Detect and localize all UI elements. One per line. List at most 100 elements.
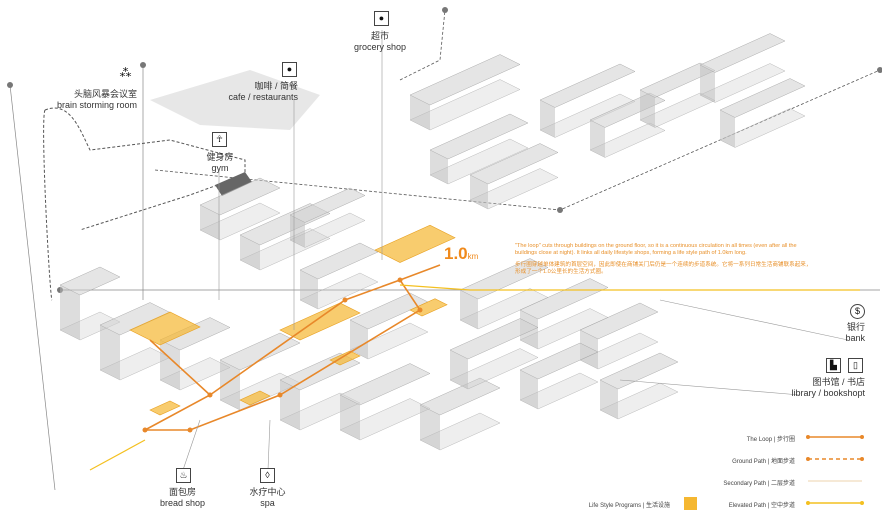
building-6-side	[700, 65, 715, 103]
loop-node	[277, 392, 283, 398]
path-node	[442, 7, 448, 13]
building-1-side	[430, 150, 448, 184]
life-style-program-2	[374, 224, 456, 263]
loop-description-en: "The loop" cuts through buildings on the…	[515, 243, 797, 256]
leader-line	[182, 419, 201, 471]
building-12-side	[100, 325, 120, 380]
path-node	[877, 67, 882, 73]
spa-zh: 水疗中心	[249, 487, 286, 497]
loop-node	[342, 297, 348, 303]
building-14-roof	[219, 332, 301, 371]
legend-node	[806, 501, 810, 505]
path-node	[7, 82, 13, 88]
coffee-cup-icon: ●	[282, 62, 297, 77]
loop-length-value: 1.0	[444, 244, 468, 263]
grocery-en: grocery shop	[353, 42, 407, 52]
life-style-program-1	[279, 302, 361, 341]
brainstorm-en: brain storming room	[56, 100, 137, 110]
legend-node	[806, 435, 810, 439]
building-14-side	[220, 360, 240, 410]
building-17-roof	[419, 377, 501, 416]
life-style-program-6	[239, 390, 271, 406]
library-icon: ▙	[826, 358, 841, 373]
bread-icon: ♨	[176, 468, 191, 483]
legend-elevated-label: Elevated Path | 空中步道	[728, 503, 795, 509]
leader-line	[659, 299, 849, 341]
loop-node	[397, 277, 403, 283]
ground-path-boundary	[43, 107, 246, 301]
building-5-side	[640, 90, 655, 128]
life-style-program-4	[329, 350, 361, 366]
legend-node	[860, 501, 864, 505]
building-16-roof	[339, 363, 431, 406]
book-icon: ▯	[848, 358, 863, 373]
building-11-roof	[59, 266, 121, 296]
building-16-side	[340, 395, 360, 440]
bread-zh: 面包房	[168, 487, 196, 497]
building-7-side	[720, 110, 735, 148]
spa-en: spa	[260, 498, 275, 508]
person-icon: ☥	[212, 132, 227, 147]
loop-node	[207, 392, 213, 398]
elevated-path	[89, 284, 860, 471]
loop-node	[187, 427, 193, 433]
water-drop-icon: ◊	[260, 468, 275, 483]
library-en: library / bookshopt	[791, 388, 865, 398]
bread-en: bread shop	[159, 498, 206, 508]
apple-icon: ●	[374, 11, 389, 26]
life-style-program-3	[149, 400, 181, 416]
loop-length-unit: km	[467, 252, 479, 261]
building-2-side	[470, 175, 488, 209]
building-13-side	[160, 340, 180, 390]
building-3-side	[540, 100, 555, 138]
loop-description-zh: 步行圈穿越单体建筑的首层空间，因此即使在商铺关门后仍是一个连续的步道系统。它将一…	[515, 262, 812, 275]
cafe-en: cafe / restaurants	[228, 92, 298, 102]
path-node	[557, 207, 563, 213]
loop-length: 1.0km	[444, 244, 478, 264]
legend-programs-label: Life Style Programs | 生活设施	[588, 503, 670, 509]
building-22-side	[520, 370, 538, 409]
building-9-side	[240, 235, 260, 270]
building-8-side	[200, 205, 220, 240]
legend-node	[806, 457, 810, 461]
path-node	[140, 62, 146, 68]
building-24-roof	[299, 242, 379, 280]
brainstorm-zh: 头脑风暴会议室	[73, 89, 137, 99]
building-0-side	[410, 95, 430, 130]
dollar-icon: $	[850, 304, 865, 319]
leader-line	[619, 379, 801, 396]
building-4-side	[590, 120, 605, 158]
legend-ground-label: Ground Path | 地面步道	[732, 459, 795, 465]
bank-zh: 银行	[846, 322, 865, 332]
building-18-side	[460, 290, 478, 329]
legend-secondary-label: Secondary Path | 二层步道	[723, 481, 795, 487]
building-0-roof	[409, 54, 521, 106]
library-zh: 图书馆 / 书店	[812, 377, 865, 387]
building-17-side	[420, 405, 440, 450]
legend-node	[860, 435, 864, 439]
loop-description: "The loop" cuts through buildings on the…	[515, 243, 815, 281]
leader-line	[267, 419, 271, 471]
legend-loop-label: The Loop | 步行圈	[746, 437, 795, 443]
loop-node	[142, 427, 148, 433]
grid-dots-icon: ⁂	[119, 66, 132, 80]
cafe-zh: 咖啡 / 简餐	[254, 81, 298, 91]
legend-programs-swatch	[684, 497, 697, 510]
building-24-side	[300, 270, 318, 309]
legend-node	[860, 457, 864, 461]
the-loop-path	[144, 264, 441, 431]
grocery-zh: 超市	[370, 31, 389, 41]
loop-node	[417, 307, 423, 313]
cafe-building	[150, 70, 320, 130]
gym-zh: 健身房	[206, 152, 234, 162]
